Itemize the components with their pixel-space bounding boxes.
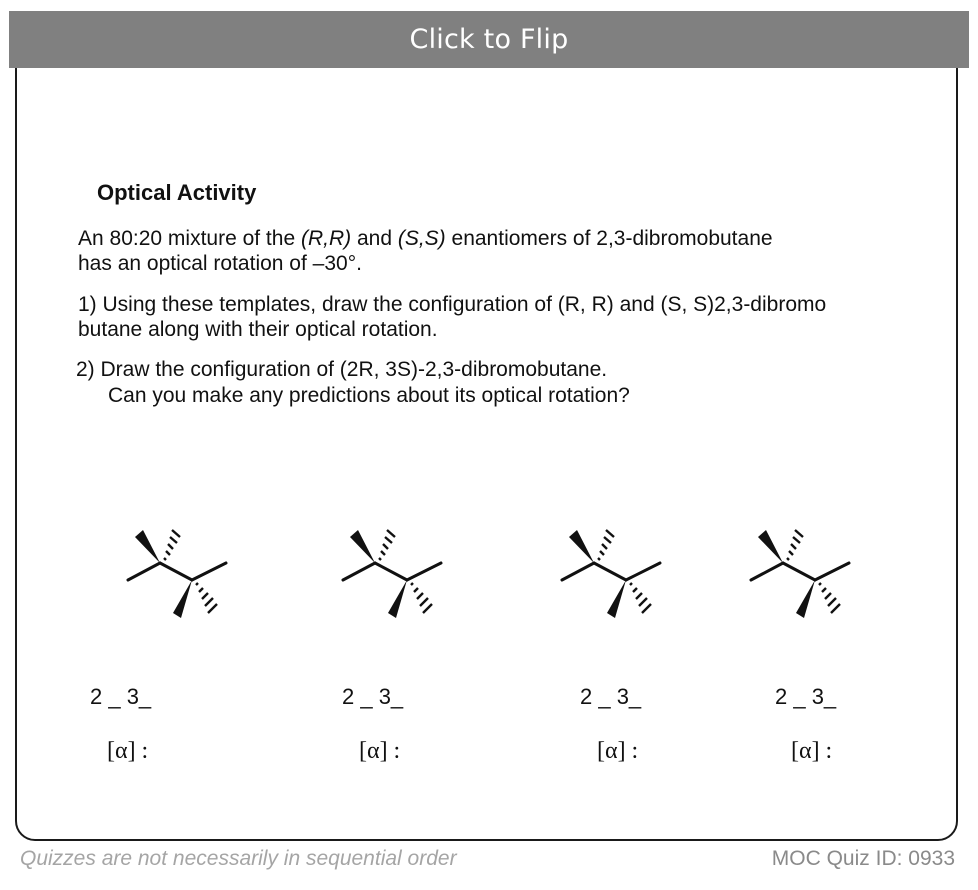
rotation-label-4: [α] : [791,738,833,764]
wedge-bond [569,530,594,563]
hash-bond [629,582,652,614]
click-to-flip-button[interactable]: Click to Flip [9,11,969,68]
hash-bond [378,529,396,561]
wedge-bond [607,580,626,618]
wedge-bond [135,530,160,563]
hash-bond [818,582,841,614]
config-label-1: 2 _ 3_ [90,684,152,709]
question-1: 1) Using these templates, draw the confi… [78,292,826,342]
config-label-3: 2 _ 3_ [580,684,642,709]
rotation-label-2: [α] : [359,738,401,764]
flip-label: Click to Flip [409,24,569,55]
intro-text-part: An 80:20 mixture of the [78,227,301,250]
hash-bond [195,582,218,614]
hash-bond [410,582,433,614]
intro-text: An 80:20 mixture of the (R,R) and (S,S) … [78,226,773,276]
card-title: Optical Activity [97,180,257,205]
molecule-template-3 [560,529,662,618]
intro-text-part: enantiomers of 2,3-dibromobutane [445,227,773,250]
intro-text-part: and [351,227,398,250]
hash-bond [786,529,804,561]
question-1-line2: butane along with their optical rotation… [78,318,438,341]
question-1-line1: 1) Using these templates, draw the confi… [78,293,827,316]
flashcard[interactable] [15,17,958,841]
quiz-id: MOC Quiz ID: 0933 [771,847,955,870]
wedge-bond [796,580,815,618]
molecule-template-1 [126,529,228,618]
config-label-4: 2 _ 3_ [775,684,837,709]
config-label-2: 2 _ 3_ [342,684,404,709]
rotation-label-3: [α] : [597,738,639,764]
molecule-skeleton [341,561,443,582]
wedge-bond [173,580,192,618]
molecule-skeleton [749,561,851,582]
hash-bond [163,529,181,561]
question-2-line2: Can you make any predictions about its o… [108,384,630,407]
wedge-bond [758,530,783,563]
molecule-template-2 [341,529,443,618]
wedge-bond [388,580,407,618]
sequence-note: Quizzes are not necessarily in sequentia… [20,847,457,870]
rr-label: (R,R) [300,227,352,250]
wedge-bond [350,530,375,563]
intro-text-line2: has an optical rotation of –30°. [78,252,362,275]
ss-label: (S,S) [397,227,446,250]
rotation-label-1: [α] : [107,738,149,764]
molecule-skeleton [560,561,662,582]
molecule-skeleton [126,561,228,582]
question-2-line1: 2) Draw the configuration of (2R, 3S)-2,… [76,358,608,381]
hash-bond [597,529,615,561]
molecule-template-4 [749,529,851,618]
